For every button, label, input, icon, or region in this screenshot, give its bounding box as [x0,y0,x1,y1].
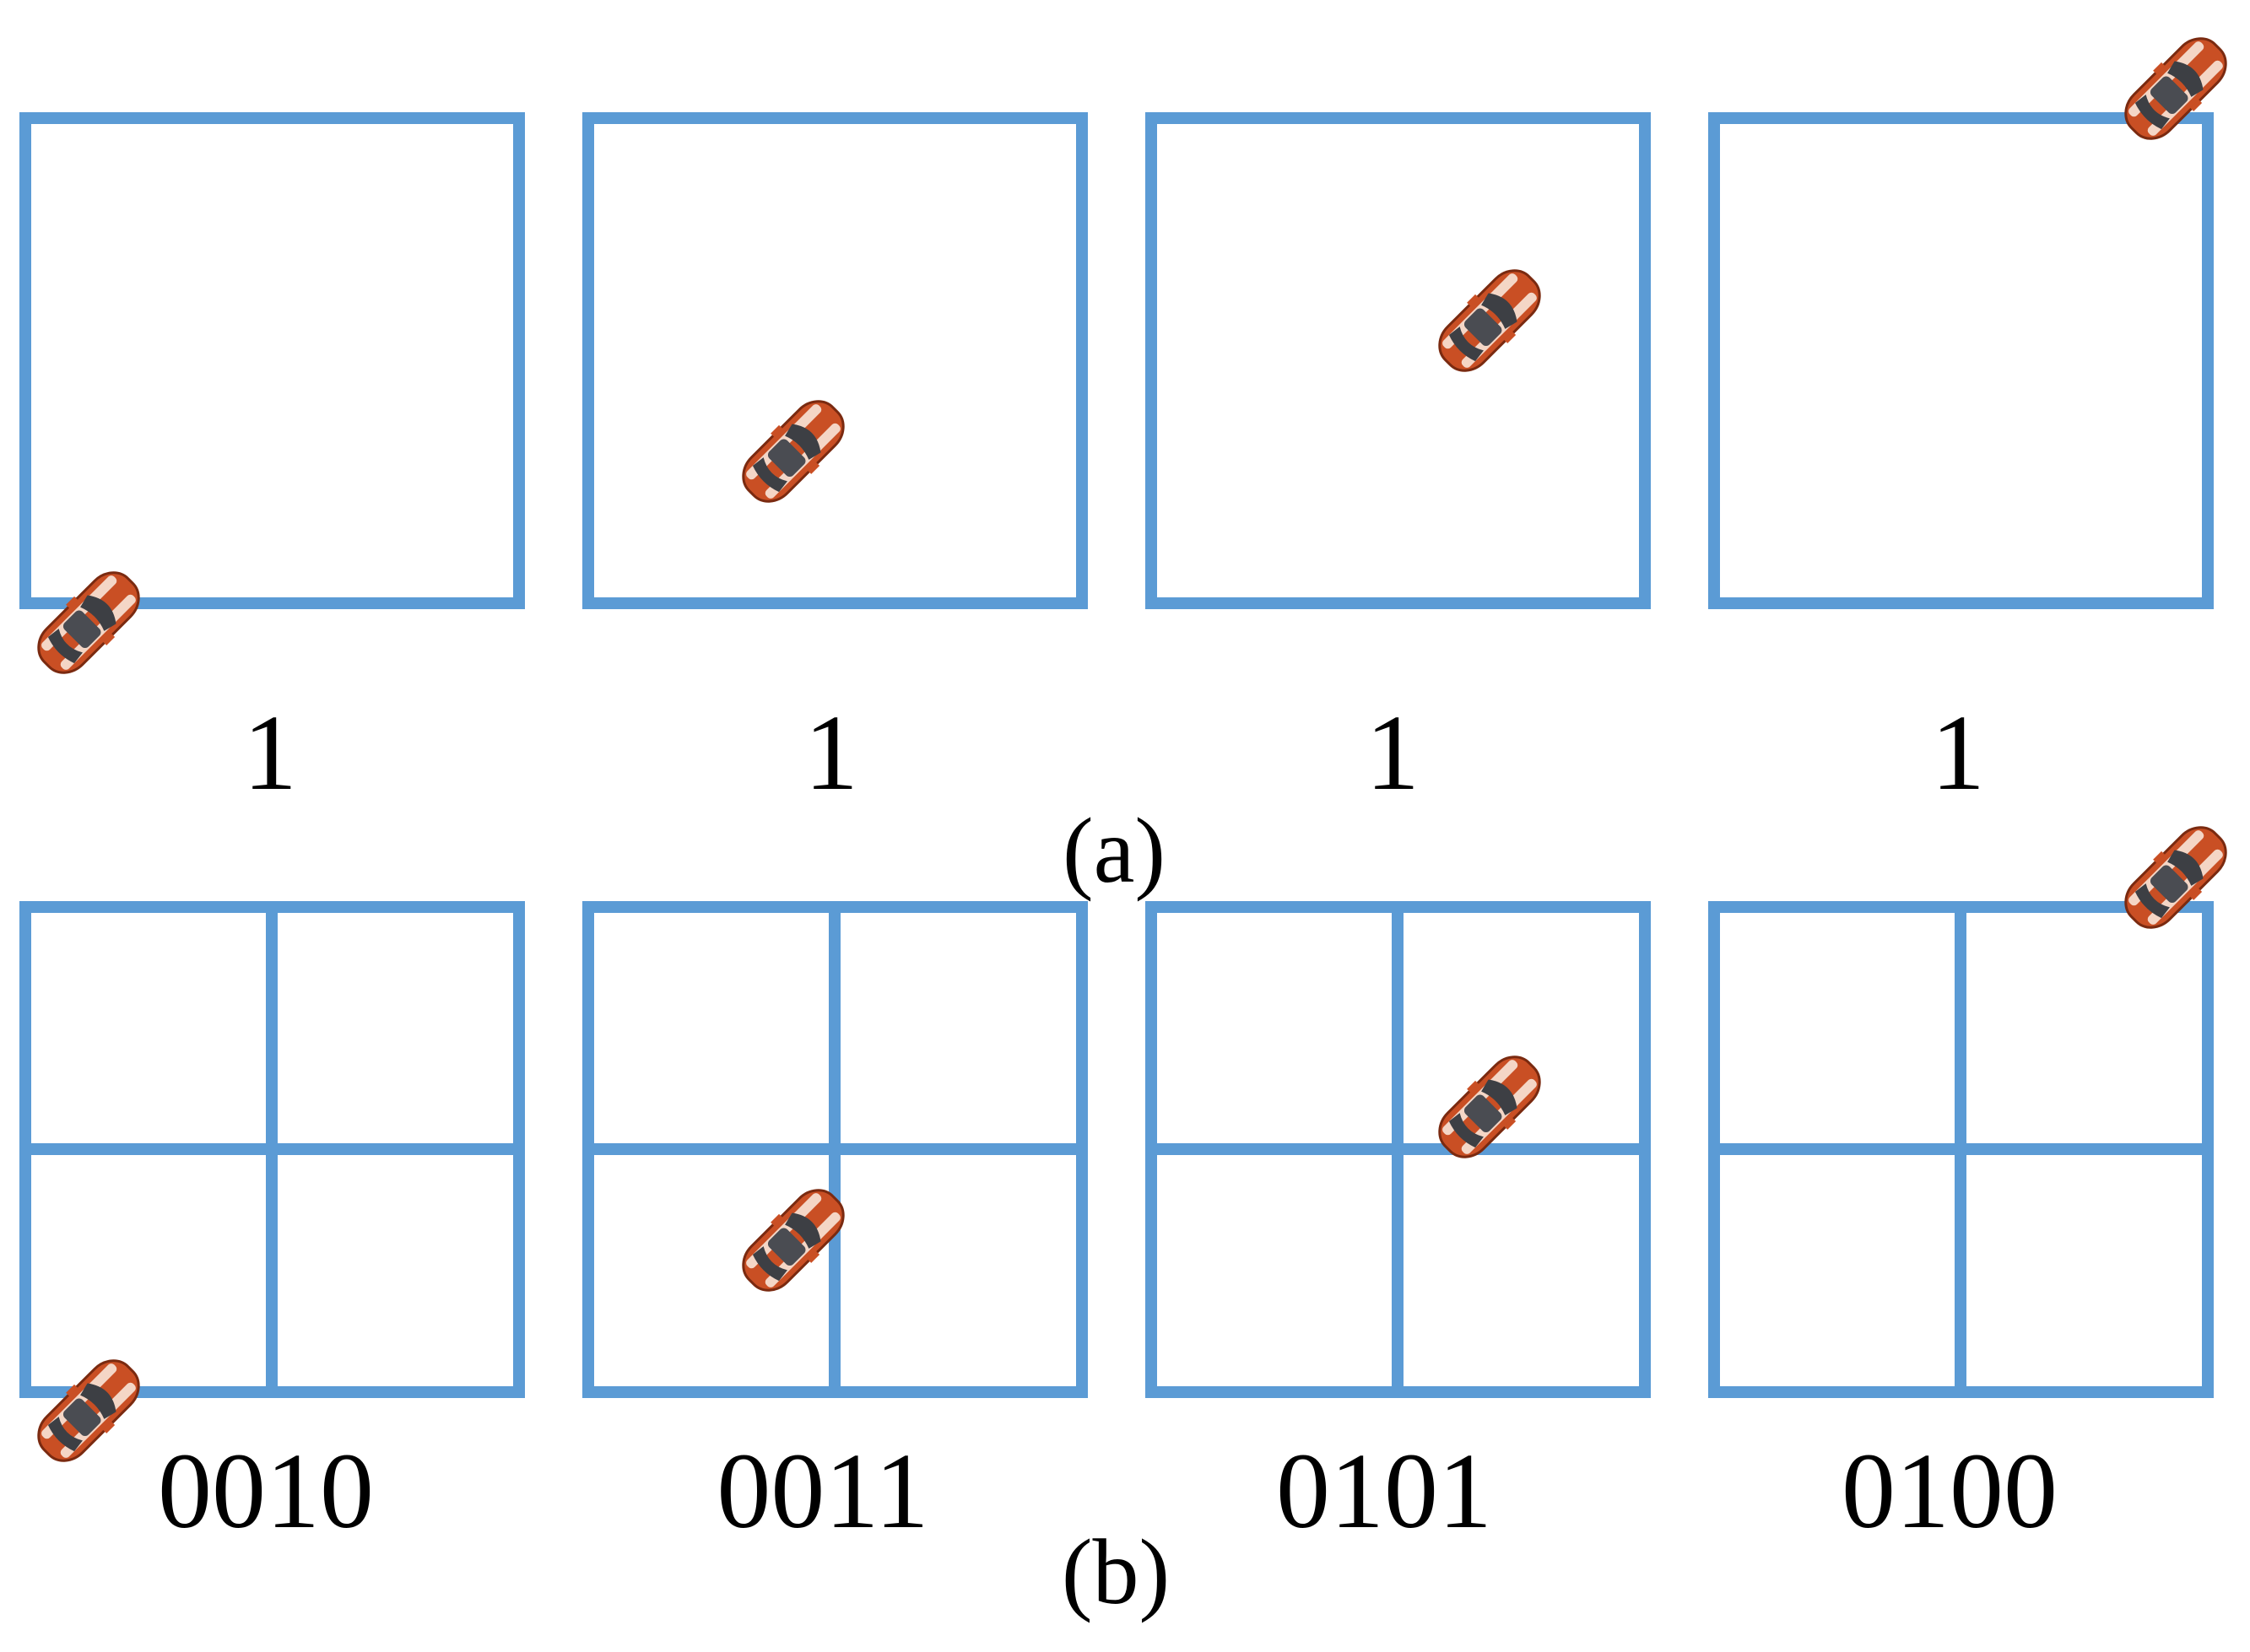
car-icon [24,1347,153,1475]
frame-a2: 1 [582,112,1088,813]
frame-a1-box [19,112,525,609]
frame-a3-box [1145,112,1651,609]
caption-a: (a) [1063,799,1166,902]
car-icon [2112,24,2240,153]
frame-b2-label: 0011 [717,1431,928,1551]
car-icon [24,559,153,687]
frame-a3: 1 [1145,112,1651,813]
frame-b2: 0011 [582,901,1088,1551]
frame-a3-label: 1 [1366,693,1420,813]
panel-b: 0010 0011 0101 0100 (b) [19,813,2240,1623]
panel-a: 1 1 1 1 (a) [19,24,2240,902]
frame-b3: 0101 [1145,901,1651,1551]
frame-a2-label: 1 [804,693,858,813]
frame-a1: 1 [19,112,525,813]
frame-a2-box [582,112,1088,609]
frame-a1-label: 1 [243,693,297,813]
frame-b4-label: 0100 [1842,1431,2058,1551]
frame-b1-label: 0010 [158,1431,374,1551]
frame-a4-box [1708,112,2214,609]
frame-a4: 1 [1708,24,2240,813]
car-icon [2112,813,2240,942]
car-icon [729,387,857,516]
frame-a4-label: 1 [1931,693,1985,813]
car-icon [1425,256,1554,385]
frame-b4: 0100 [1708,813,2240,1551]
frame-b3-label: 0101 [1276,1431,1492,1551]
caption-b: (b) [1062,1520,1170,1623]
frame-b1: 0010 [19,901,525,1551]
